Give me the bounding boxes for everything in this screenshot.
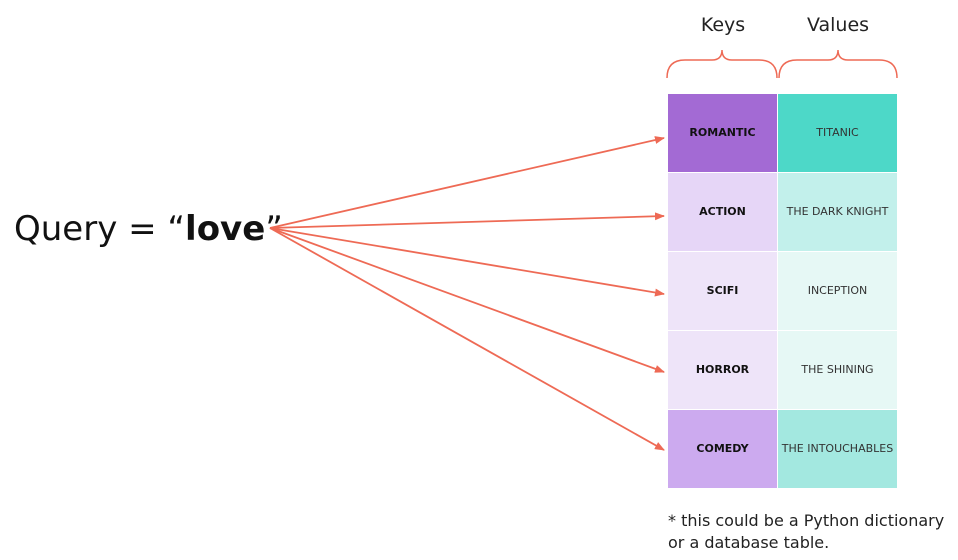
arrows-group xyxy=(269,136,665,451)
keys-header: Keys xyxy=(700,14,746,36)
table-row: ROMANTIC TITANIC xyxy=(668,94,897,173)
query-value: love xyxy=(185,209,266,249)
value-cell: THE INTOUCHABLES xyxy=(778,410,897,488)
arrow-to-comedy xyxy=(269,227,665,451)
value-cell: THE SHINING xyxy=(778,331,897,409)
braces-group xyxy=(666,49,898,79)
values-brace xyxy=(778,49,898,79)
key-value-table: ROMANTIC TITANIC ACTION THE DARK KNIGHT … xyxy=(668,94,897,488)
arrow-to-romantic xyxy=(269,136,665,229)
keys-brace xyxy=(666,49,778,79)
key-cell: HORROR xyxy=(668,331,778,409)
values-header: Values xyxy=(806,14,870,36)
value-cell: INCEPTION xyxy=(778,252,897,330)
query-suffix: ” xyxy=(265,209,283,249)
query-prefix: Query = “ xyxy=(14,209,186,249)
query-text: Query = “love” xyxy=(14,207,283,251)
value-cell: TITANIC xyxy=(778,94,897,172)
table-row: COMEDY THE INTOUCHABLES xyxy=(668,410,897,488)
table-row: HORROR THE SHINING xyxy=(668,331,897,410)
table-row: SCIFI INCEPTION xyxy=(668,252,897,331)
key-cell: COMEDY xyxy=(668,410,778,488)
footnote-line-1: * this could be a Python dictionary xyxy=(668,511,945,530)
value-cell: THE DARK KNIGHT xyxy=(778,173,897,251)
table-row: ACTION THE DARK KNIGHT xyxy=(668,173,897,252)
arrow-to-scifi xyxy=(269,227,665,297)
footnote: * this could be a Python dictionary or a… xyxy=(668,510,944,554)
key-cell: ACTION xyxy=(668,173,778,251)
arrow-to-action xyxy=(269,212,665,229)
key-cell: SCIFI xyxy=(668,252,778,330)
footnote-line-2: or a database table. xyxy=(668,533,830,552)
key-cell: ROMANTIC xyxy=(668,94,778,172)
arrow-to-horror xyxy=(269,227,665,373)
